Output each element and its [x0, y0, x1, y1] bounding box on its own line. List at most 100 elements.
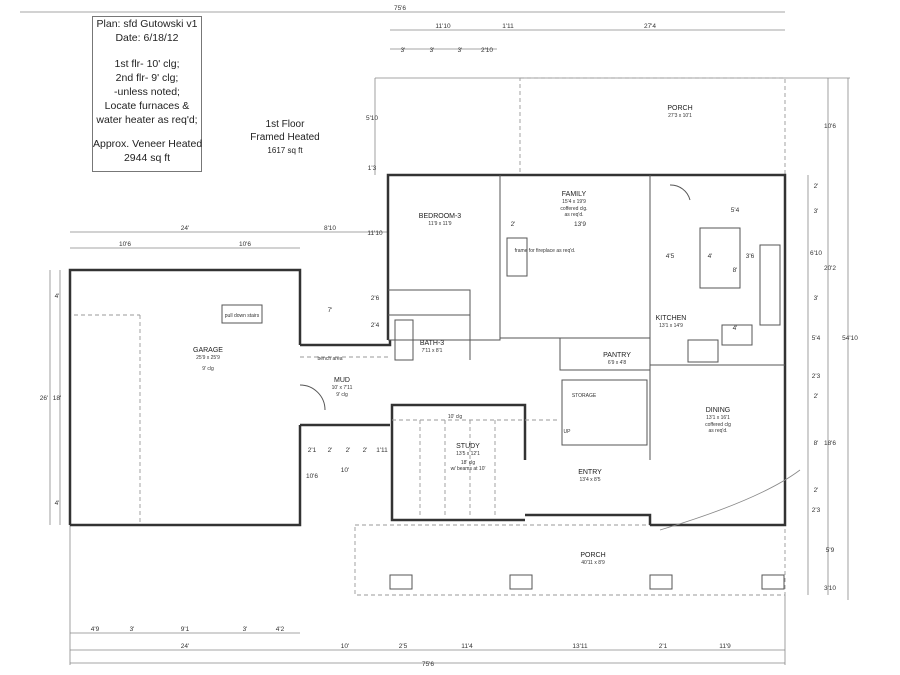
room-note: coffered clg [705, 422, 731, 428]
dim: 5'4 [812, 335, 821, 342]
dim: 4' [55, 500, 60, 507]
dim: 11'4 [461, 643, 473, 650]
note-line: Locate furnaces & [104, 100, 190, 112]
room-note: as req'd. [564, 212, 583, 218]
room-size: 10' x 7'11 [332, 385, 353, 391]
room-size: 6'9 x 4'8 [608, 360, 627, 366]
dim: 10'6 [306, 473, 318, 480]
room-mud: MUD [334, 377, 350, 384]
room-size: 13'5 x 12'1 [456, 451, 480, 457]
veneer-label: Approx. Veneer Heated [93, 138, 203, 150]
interior-walls [74, 175, 801, 531]
dim: 20'2 [824, 265, 836, 272]
note-line: 2nd flr- 9' clg; [115, 72, 179, 84]
room-size: 7'11 x 8'1 [422, 348, 443, 354]
dim: 8' [733, 267, 738, 274]
note-line: -unless noted; [114, 86, 180, 98]
dim: 3' [401, 47, 406, 54]
room-note: 10' clg [448, 414, 463, 420]
room-size: 13'4 x 8'5 [579, 477, 600, 483]
dim: 18'6 [824, 440, 836, 447]
dim: 24' [181, 643, 189, 650]
dim: 3' [814, 295, 819, 302]
dim: 2'1 [659, 643, 668, 650]
dim: 1'11 [502, 23, 514, 30]
dim: 2'3 [812, 507, 821, 514]
dim: 3' [130, 626, 135, 633]
dim: 4'2 [276, 626, 285, 633]
rear-porch-outline [519, 77, 786, 176]
veneer-sqft: 2944 sq ft [123, 152, 171, 164]
dim: 3' [430, 47, 435, 54]
exterior-walls [68, 173, 787, 527]
dim: 10'6 [824, 123, 836, 130]
dimension-lines [20, 11, 850, 665]
dim: 2' [814, 393, 819, 400]
room-bath: BATH-3 [420, 340, 444, 347]
porch-columns [389, 574, 785, 590]
room-note: coffered clg. [560, 206, 587, 212]
dim: 2' [511, 221, 516, 228]
room-size: 13'1 x 14'9 [659, 323, 683, 329]
room-note: 9' clg [202, 366, 214, 372]
area-summary: 1st Floor Framed Heated 1617 sq ft [235, 118, 335, 157]
dim: 13'11 [572, 643, 588, 650]
fireplace-note: frame for fireplace as req'd. [515, 248, 576, 254]
plan-notes-box: Plan: sfd Gutowski v1 Date: 6/18/12 1st … [92, 16, 202, 172]
room-size: 15'4 x 19'9 [562, 199, 586, 205]
room-labels: PORCH 27'3 x 10'1 FAMILY 15'4 x 19'9 cof… [193, 105, 731, 566]
room-family: FAMILY [562, 191, 587, 198]
dim: 2'6 [371, 295, 380, 302]
dim: 4' [55, 293, 60, 300]
room-size: 13'1 x 16'1 [706, 415, 730, 421]
dim: 5'4 [731, 207, 740, 214]
dim: 8'10 [324, 225, 336, 232]
dim: 18' [53, 395, 61, 402]
dim: 10'6 [239, 241, 251, 248]
note-line: 1st flr- 10' clg; [114, 58, 180, 70]
dim: 7' [328, 307, 333, 314]
room-dining: DINING [706, 407, 731, 414]
room-storage: STORAGE [572, 393, 597, 399]
room-garage: GARAGE [193, 347, 223, 354]
dim: 26' [40, 395, 48, 402]
room-size: 25'9 x 25'9 [196, 355, 220, 361]
pull-down-stairs-label: pull down stairs [225, 313, 260, 319]
room-size: 40'11 x 8'9 [581, 560, 605, 566]
room-entry: ENTRY [578, 469, 602, 476]
room-note: w/ beams at 10' [451, 466, 486, 472]
dim: 2'3 [812, 373, 821, 380]
dim: 4'5 [666, 253, 675, 260]
dim: 3' [458, 47, 463, 54]
dim: 13'9 [574, 221, 586, 228]
dim-right-total: 54'10 [842, 335, 858, 342]
room-porch-rear: PORCH [667, 105, 692, 112]
bench-area-label: bench area [317, 356, 342, 362]
dim: 2'1 [308, 447, 317, 454]
dim: 2' [814, 183, 819, 190]
dim: 2'10 [481, 47, 493, 54]
front-porch-outline [354, 524, 786, 596]
room-note: 9' clg [336, 392, 348, 398]
dim: 4' [708, 253, 713, 260]
dim: 11'10 [435, 23, 451, 30]
dim: 2' [328, 447, 333, 454]
room-porch-front: PORCH [580, 552, 605, 559]
dim: 2' [346, 447, 351, 454]
dim: 1'11 [376, 447, 388, 454]
dim: 6'10 [810, 250, 822, 257]
plan-date: Date: 6/18/12 [115, 32, 179, 44]
dim: 1'3 [368, 165, 377, 172]
dim-top-total: 75'6 [394, 5, 406, 12]
room-size: 27'3 x 10'1 [668, 113, 692, 119]
dim: 11'9 [719, 643, 731, 650]
dim: 2' [363, 447, 368, 454]
area-subtitle: Framed Heated [250, 132, 320, 143]
room-bedroom: BEDROOM-3 [419, 213, 462, 220]
dim: 3'10 [824, 585, 836, 592]
dim: 5'10 [366, 115, 378, 122]
dim: 3' [243, 626, 248, 633]
dim: 10'6 [119, 241, 131, 248]
room-pantry: PANTRY [603, 352, 631, 359]
